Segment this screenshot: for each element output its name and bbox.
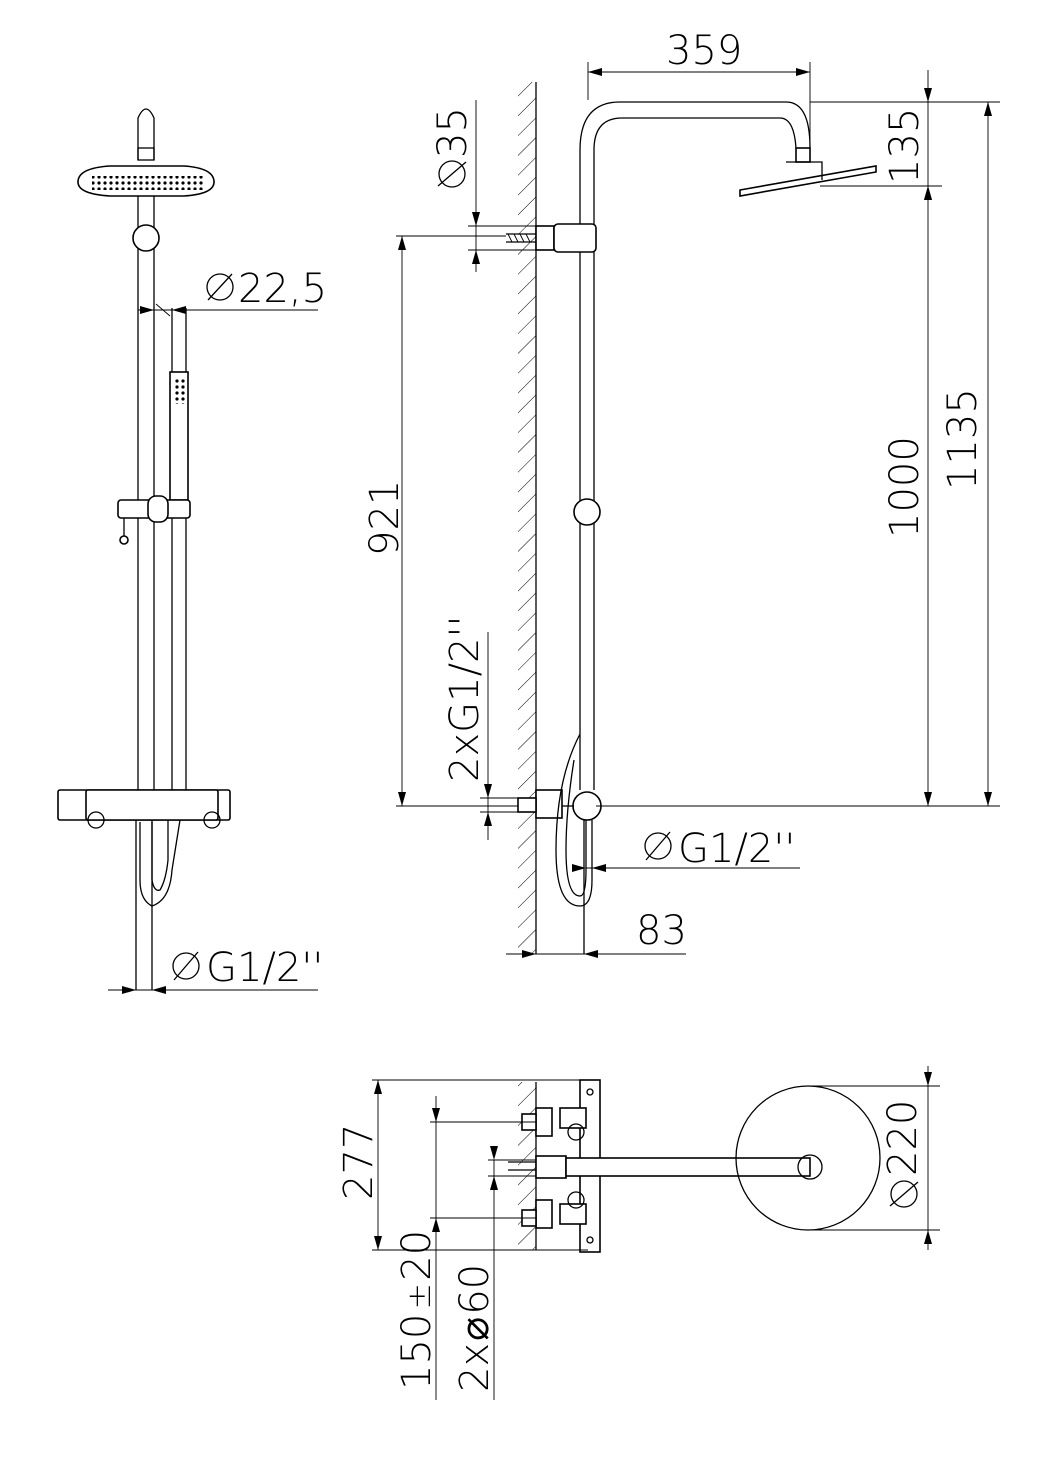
side-rain-head [739, 161, 877, 197]
slide-holder [117, 495, 191, 545]
pipe-diameter-label: 22,5 [238, 266, 327, 312]
inlet-spacing-label: 150±20 [394, 1230, 440, 1390]
bracket-diameter-label: 35 [430, 107, 476, 158]
top-view: 277 150±20 2x⌀60 220 [336, 1066, 940, 1400]
hand-shower [169, 371, 189, 501]
hose-thread-label: G1/2'' [678, 826, 795, 872]
front-inlet-thread-label: G1/2'' [206, 945, 323, 991]
inlet-threads-label: 2xG1/2'' [442, 616, 488, 782]
depth-label: 277 [336, 1124, 382, 1200]
front-view: 22,5 G1/2'' [57, 108, 327, 994]
side-view: 359 135 1000 1135 35 921 [362, 28, 1000, 958]
bracket-height-label: 921 [362, 480, 408, 556]
arm-reach-label: 359 [666, 28, 742, 74]
lower-inlet [521, 1191, 587, 1229]
head-drop-label: 135 [882, 108, 928, 184]
upper-inlet [521, 1107, 587, 1141]
thermostatic-mixer [57, 789, 231, 829]
shower-arm-top [508, 1154, 823, 1180]
total-height-label: 1135 [940, 388, 986, 490]
wall-offset-label: 83 [636, 908, 687, 954]
shower-height-label: 1000 [882, 436, 928, 538]
rain-shower-head [77, 165, 215, 197]
rosette-diameter-label: 2x⌀60 [452, 1264, 498, 1392]
wall-bracket [506, 223, 597, 253]
head-diameter-label: 220 [880, 1100, 926, 1176]
